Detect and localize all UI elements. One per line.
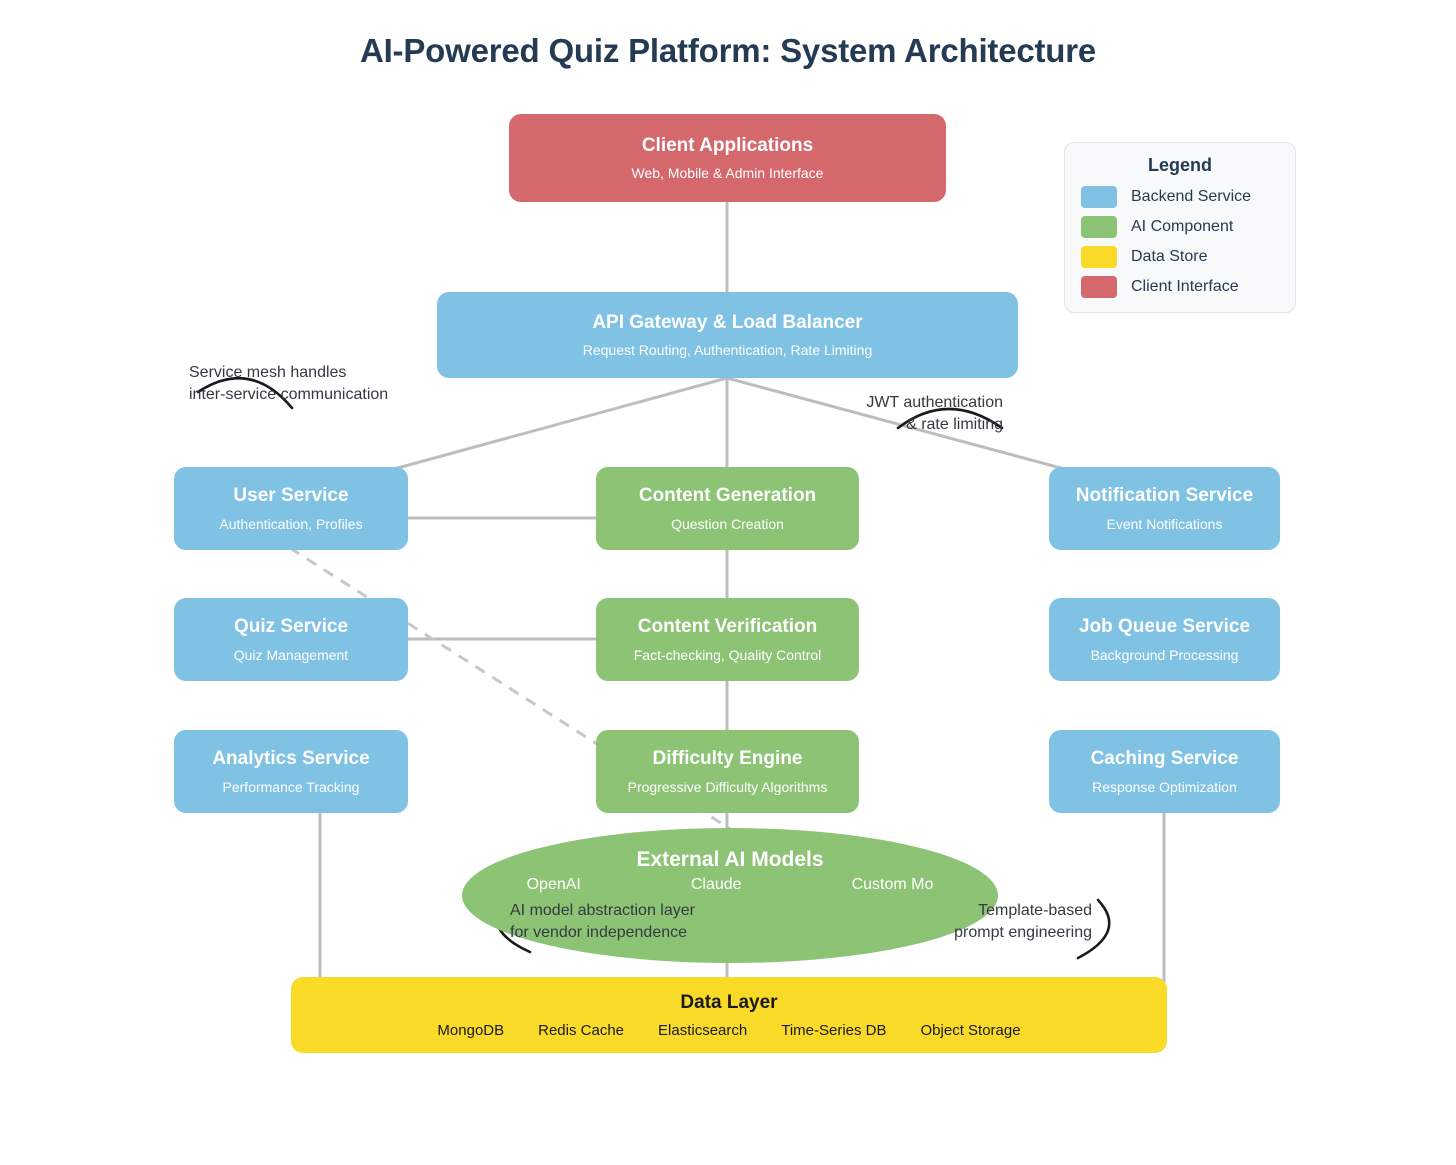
node-external-ai-models[interactable]: External AI Models OpenAI Claude Custom … <box>462 828 998 963</box>
node-title: User Service <box>233 485 349 507</box>
legend: Legend Backend Service AI Component Data… <box>1064 142 1296 313</box>
node-title: Client Applications <box>641 134 814 156</box>
page-title: AI-Powered Quiz Platform: System Archite… <box>359 32 1097 69</box>
node-subtitle: Fact-checking, Quality Control <box>633 646 822 663</box>
node-client-applications[interactable]: Client Applications Web, Mobile & Admin … <box>509 114 946 202</box>
node-analytics-service[interactable]: Analytics Service Performance Tracking <box>174 730 408 813</box>
node-subtitle: Question Creation <box>671 515 784 532</box>
legend-swatch-backend-service <box>1081 186 1117 208</box>
node-title: Content Verification <box>637 616 818 638</box>
node-title: API Gateway & Load Balancer <box>592 311 863 333</box>
legend-swatch-ai-component <box>1081 216 1117 238</box>
node-title: Data Layer <box>680 992 778 1014</box>
node-notification-service[interactable]: Notification Service Event Notifications <box>1049 467 1280 550</box>
node-user-service[interactable]: User Service Authentication, Profiles <box>174 467 408 550</box>
model-item: Claude <box>690 876 742 893</box>
legend-swatch-data-store <box>1081 246 1117 268</box>
node-title: Difficulty Engine <box>652 748 803 770</box>
node-subtitle: Response Optimization <box>1092 778 1237 795</box>
node-difficulty-engine[interactable]: Difficulty Engine Progressive Difficulty… <box>596 730 859 813</box>
node-subtitle: Progressive Difficulty Algorithms <box>627 778 828 795</box>
node-title: Content Generation <box>638 485 817 507</box>
node-content-generation[interactable]: Content Generation Question Creation <box>596 467 859 550</box>
node-subtitle: Event Notifications <box>1106 515 1223 532</box>
annotation-ai-abstraction: AI model abstraction layer for vendor in… <box>510 902 695 941</box>
annotation-service-mesh: Service mesh handles inter-service commu… <box>189 364 389 403</box>
legend-item-client-interface: Client Interface <box>1081 276 1279 298</box>
node-job-queue-service[interactable]: Job Queue Service Background Processing <box>1049 598 1280 681</box>
node-title: Quiz Service <box>233 616 349 638</box>
legend-item-backend-service: Backend Service <box>1081 186 1279 208</box>
node-subtitle: Background Processing <box>1090 646 1239 663</box>
legend-label: Data Store <box>1131 248 1208 265</box>
data-store-item: Elasticsearch <box>658 1021 748 1039</box>
node-quiz-service[interactable]: Quiz Service Quiz Management <box>174 598 408 681</box>
node-subtitle: Request Routing, Authentication, Rate Li… <box>582 342 873 359</box>
data-store-list: MongoDB Redis Cache Elasticsearch Time-S… <box>437 1022 1020 1039</box>
legend-label: Backend Service <box>1131 188 1252 205</box>
data-store-item: MongoDB <box>437 1021 505 1039</box>
node-title: External AI Models <box>636 848 824 871</box>
legend-item-data-store: Data Store <box>1081 246 1279 268</box>
node-title: Job Queue Service <box>1078 616 1251 638</box>
external-ai-model-list: OpenAI Claude Custom Mo <box>462 876 998 894</box>
node-subtitle: Performance Tracking <box>222 778 360 795</box>
data-store-item: Time-Series DB <box>781 1021 887 1039</box>
node-subtitle: Authentication, Profiles <box>219 515 363 532</box>
node-caching-service[interactable]: Caching Service Response Optimization <box>1049 730 1280 813</box>
annotation-prompt-engineering: Template-based prompt engineering <box>954 902 1092 941</box>
legend-label: Client Interface <box>1131 278 1239 295</box>
node-title: Notification Service <box>1075 485 1254 507</box>
legend-swatch-client-interface <box>1081 276 1117 298</box>
model-item: Custom Mo <box>851 876 934 893</box>
annotation-jwt: JWT authentication & rate limiting <box>866 394 1003 433</box>
node-subtitle: Quiz Management <box>233 646 349 663</box>
node-data-layer[interactable]: Data Layer MongoDB Redis Cache Elasticse… <box>291 977 1167 1053</box>
node-content-verification[interactable]: Content Verification Fact-checking, Qual… <box>596 598 859 681</box>
data-store-item: Redis Cache <box>538 1021 625 1039</box>
node-title: Analytics Service <box>212 748 370 770</box>
model-item: OpenAI <box>526 876 581 893</box>
legend-title: Legend <box>1147 155 1212 175</box>
node-api-gateway[interactable]: API Gateway & Load Balancer Request Rout… <box>437 292 1018 378</box>
data-store-item: Object Storage <box>920 1021 1021 1039</box>
node-title: Caching Service <box>1090 748 1239 770</box>
node-subtitle: Web, Mobile & Admin Interface <box>631 165 824 182</box>
legend-label: AI Component <box>1131 218 1234 235</box>
legend-item-ai-component: AI Component <box>1081 216 1279 238</box>
